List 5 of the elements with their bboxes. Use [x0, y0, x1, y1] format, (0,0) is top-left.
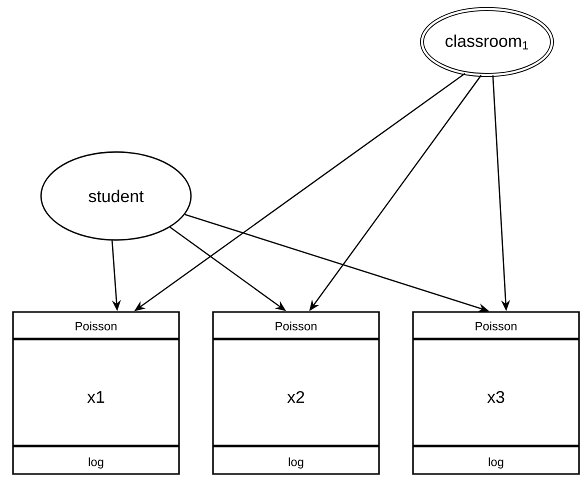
ellipse-node: student	[40, 151, 192, 241]
distribution-box: Poisson x1 log	[12, 311, 180, 475]
distribution-box: Poisson x3 log	[412, 311, 580, 475]
ellipse-node: classroom$_{1}$	[420, 7, 554, 77]
distribution-box: Poisson x2 log	[212, 311, 380, 475]
